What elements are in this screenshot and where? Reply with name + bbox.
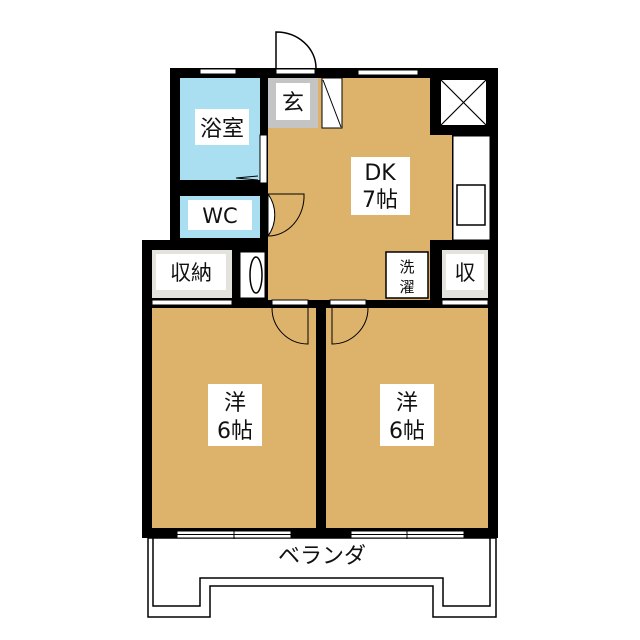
label-bg	[195, 109, 249, 145]
laundry-label-1: 洗	[399, 258, 414, 276]
entrance-door[interactable]	[275, 31, 317, 69]
wc-label: WC	[202, 204, 237, 228]
label-bg	[188, 200, 252, 230]
label-bg	[380, 384, 434, 446]
balcony: ベランダ	[147, 537, 497, 618]
shaft-cross-icon	[440, 79, 487, 126]
western-left-label: 洋	[224, 391, 246, 416]
sliding-window-left	[176, 530, 292, 539]
sink-icon	[456, 184, 486, 226]
room-door-left[interactable]	[271, 307, 309, 345]
laundry-space	[385, 251, 429, 299]
label-bg	[351, 157, 410, 215]
label-bg	[208, 384, 262, 446]
sliding-window-right	[350, 530, 465, 539]
western-right-label: 洋	[396, 391, 418, 416]
entrance-label: 玄	[282, 91, 304, 116]
window	[199, 68, 237, 75]
bath-label: 浴室	[200, 117, 244, 142]
dk-size: 7帖	[362, 188, 398, 213]
dk-label: DK	[364, 161, 396, 186]
storage-left-label: 収納	[170, 261, 212, 285]
western-right-size: 6帖	[389, 419, 425, 444]
room-door-right[interactable]	[331, 307, 369, 345]
balcony-label: ベランダ	[278, 544, 366, 569]
washbasin-icon	[249, 256, 263, 294]
laundry-label-2: 濯	[399, 278, 414, 296]
western-left-size: 6帖	[217, 419, 253, 444]
label-bg	[276, 83, 310, 120]
window	[357, 69, 419, 76]
storage-right-label: 収	[455, 261, 476, 285]
